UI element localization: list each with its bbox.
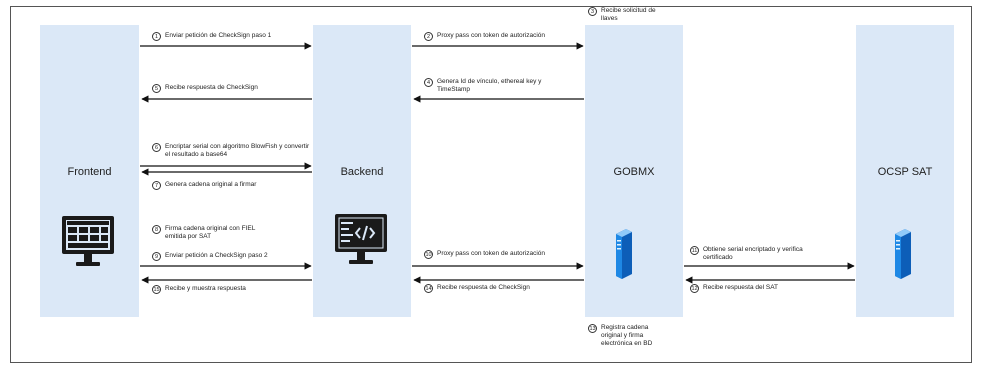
- lane-gobmx: GOBMX: [585, 25, 683, 317]
- server-icon: [895, 229, 911, 279]
- step-3-label: 3 Recibe solicitud de llaves: [588, 7, 698, 23]
- lane-label-ocsp-sat: OCSP SAT: [877, 166, 933, 178]
- step-8-label: 8 Firma cadena original con FIEL emitida…: [152, 225, 312, 241]
- monitor-dashboard-icon: [62, 216, 114, 266]
- step-1-label: 1 Enviar petición de CheckSign paso 1: [152, 32, 312, 41]
- step-13-label: 13 Registra cadena original y firma elec…: [588, 324, 698, 348]
- step-number: 15: [152, 285, 161, 294]
- lane-label-frontend: Frontend: [67, 166, 112, 178]
- step-text: Encriptar serial con algoritmo BlowFish …: [165, 143, 310, 158]
- step-text: Recibe solicitud de llaves: [601, 7, 656, 22]
- step-number: 3: [588, 7, 597, 16]
- step-2-label: 2 Proxy pass con token de autorización: [424, 32, 584, 41]
- step-text: Firma cadena original con FIEL emitida p…: [165, 225, 256, 240]
- step-9-label: 9 Enviar petición a CheckSign paso 2: [152, 252, 312, 261]
- step-number: 14: [424, 284, 433, 293]
- step-number: 11: [690, 246, 699, 255]
- step-text: Recibe respuesta del SAT: [703, 284, 779, 291]
- step-text: Proxy pass con token de autorización: [437, 32, 546, 39]
- step-text: Enviar petición a CheckSign paso 2: [165, 252, 268, 259]
- step-number: 12: [690, 284, 699, 293]
- step-4-label: 4 Genera Id de vínculo, ethereal key y T…: [424, 78, 574, 94]
- diagram-frame: [10, 6, 972, 363]
- step-7-label: 7 Genera cadena original a firmar: [152, 181, 312, 190]
- step-12-label: 12 Recibe respuesta del SAT: [690, 284, 840, 293]
- step-number: 4: [424, 78, 433, 87]
- step-text: Registra cadena original y firma electró…: [601, 324, 653, 347]
- step-number: 5: [152, 84, 161, 93]
- monitor-code-icon: [335, 214, 387, 264]
- step-text: Recibe respuesta de CheckSign: [165, 84, 258, 91]
- step-number: 7: [152, 181, 161, 190]
- step-6-label: 6 Encriptar serial con algoritmo BlowFis…: [152, 143, 312, 159]
- step-text: Proxy pass con token de autorización: [437, 250, 546, 257]
- step-number: 10: [424, 250, 433, 259]
- step-14-label: 14 Recibe respuesta de CheckSign: [424, 284, 584, 293]
- step-text: Obtiene serial encriptado y verifica cer…: [703, 246, 803, 261]
- server-icon: [616, 229, 632, 279]
- step-text: Genera cadena original a firmar: [165, 181, 257, 188]
- step-text: Recibe y muestra respuesta: [165, 285, 246, 292]
- step-number: 2: [424, 32, 433, 41]
- lane-label-backend: Backend: [340, 166, 384, 178]
- step-number: 8: [152, 225, 161, 234]
- step-number: 6: [152, 143, 161, 152]
- step-number: 1: [152, 32, 161, 41]
- step-text: Enviar petición de CheckSign paso 1: [165, 32, 272, 39]
- step-5-label: 5 Recibe respuesta de CheckSign: [152, 84, 312, 93]
- step-15-label: 15 Recibe y muestra respuesta: [152, 285, 312, 294]
- step-11-label: 11 Obtiene serial encriptado y verifica …: [690, 246, 840, 262]
- lane-label-gobmx: GOBMX: [613, 166, 655, 178]
- step-text: Recibe respuesta de CheckSign: [437, 284, 530, 291]
- lane-backend: Backend: [313, 25, 411, 317]
- step-text: Genera Id de vínculo, ethereal key y Tim…: [437, 78, 542, 93]
- step-number: 13: [588, 324, 597, 333]
- lane-frontend: Frontend: [40, 25, 139, 317]
- step-10-label: 10 Proxy pass con token de autorización: [424, 250, 584, 259]
- step-number: 9: [152, 252, 161, 261]
